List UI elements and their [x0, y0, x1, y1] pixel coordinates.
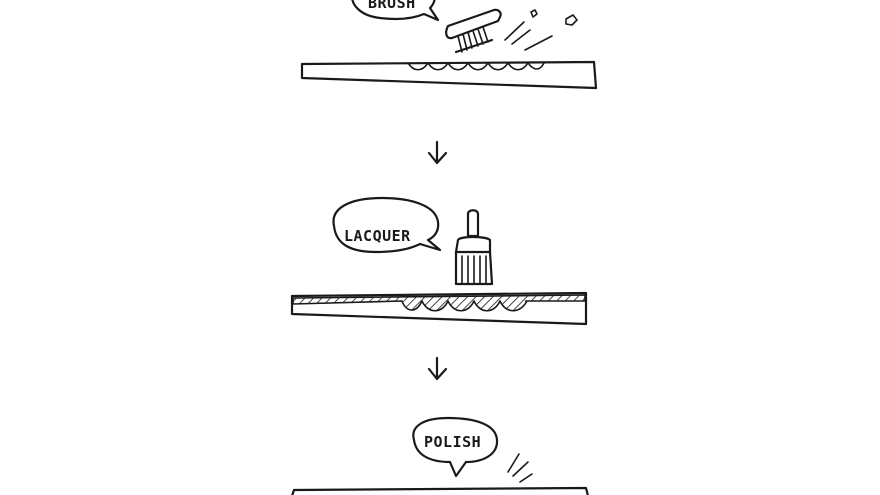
speech-bubble-brush: BRUSH	[351, 0, 440, 22]
speech-bubble-polish: POLISH	[412, 416, 499, 478]
board-polished	[291, 486, 589, 495]
arrow-down-icon	[427, 140, 448, 165]
debris-icon	[504, 9, 578, 51]
board-grooved	[300, 60, 598, 90]
step-lacquer: LACQUER	[290, 196, 588, 326]
paint-brush-icon	[454, 209, 494, 286]
label-lacquer: LACQUER	[344, 227, 411, 245]
scrub-brush-icon	[445, 8, 502, 54]
sparkle-icon	[507, 453, 533, 483]
step-polish: POLISH	[291, 416, 589, 495]
arrow-down-icon-2	[427, 356, 448, 381]
board-lacquered	[290, 291, 588, 326]
label-brush: BRUSH	[368, 0, 416, 12]
speech-bubble-lacquer: LACQUER	[332, 196, 442, 254]
step-brush: BRUSH	[300, 0, 598, 90]
label-polish: POLISH	[424, 433, 481, 451]
